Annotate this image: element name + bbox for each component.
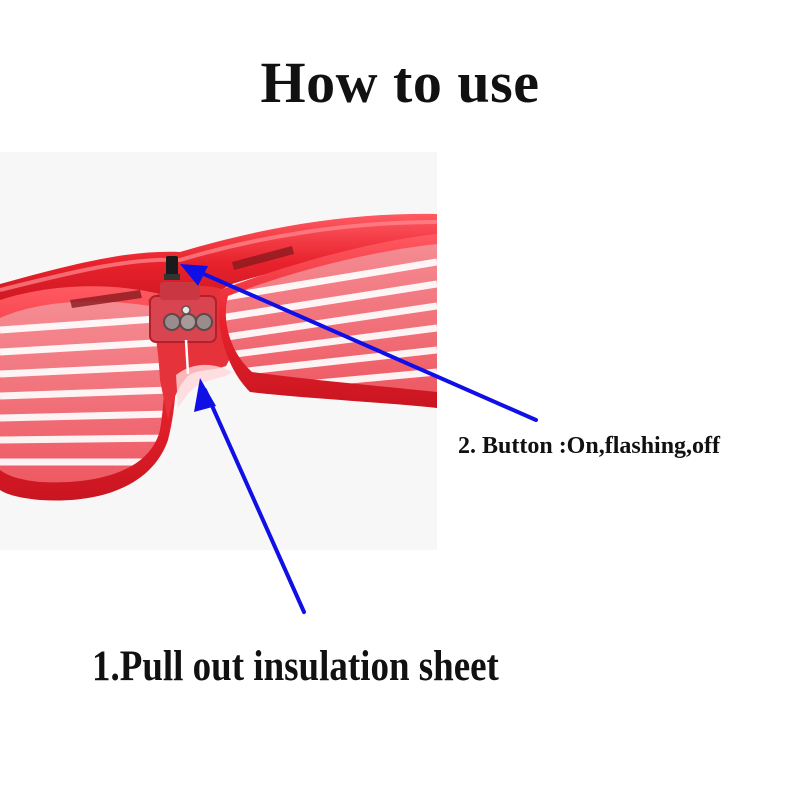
- power-button-icon: [166, 256, 178, 278]
- insulation-arrow: [194, 378, 306, 614]
- page-title: How to use: [260, 50, 540, 115]
- insulation-instruction-label: 1.Pull out insulation sheet: [92, 643, 499, 690]
- button-arrow: [180, 264, 538, 422]
- glasses-frame: [0, 213, 437, 501]
- battery-cells: [163, 313, 213, 331]
- button-instruction-label: 2. Button :On,flashing,off: [458, 433, 721, 459]
